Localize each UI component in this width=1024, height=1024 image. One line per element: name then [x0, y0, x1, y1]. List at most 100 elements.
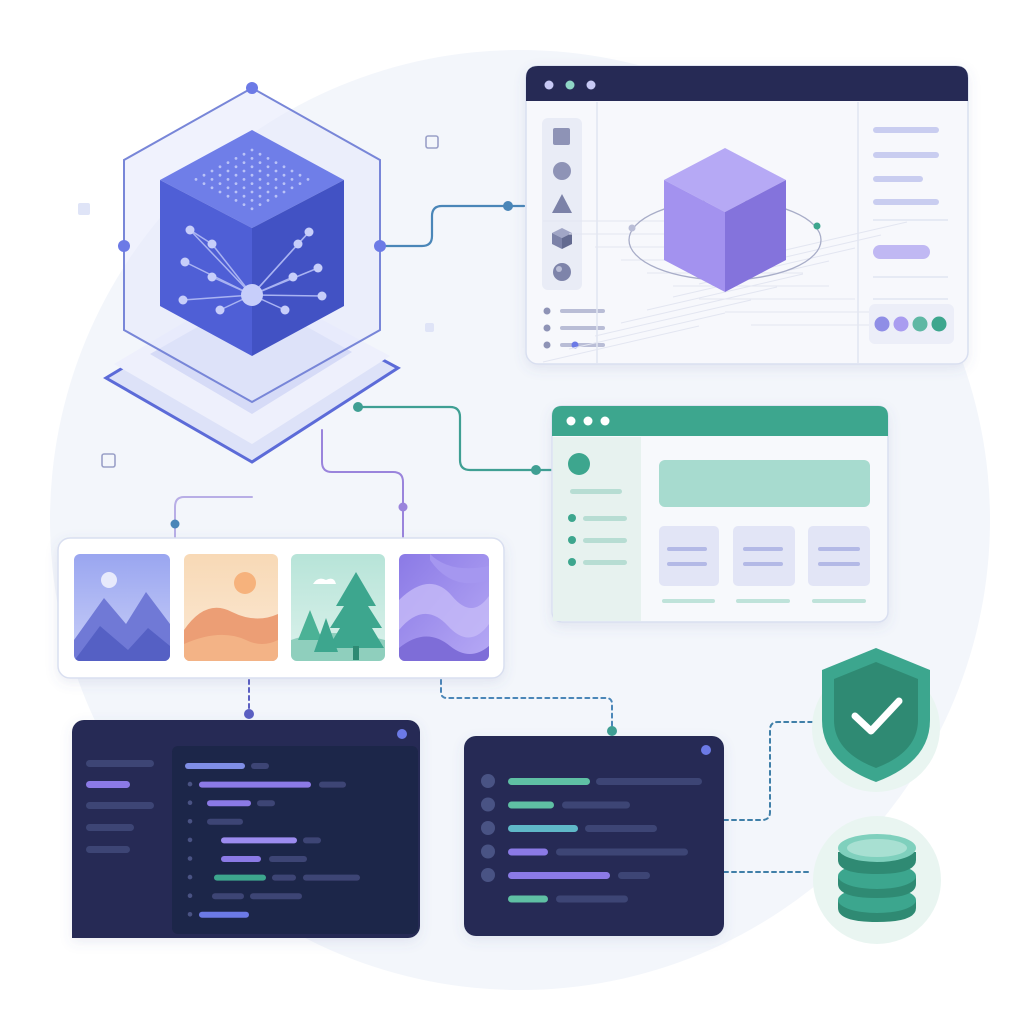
window-dot[interactable]: [701, 745, 711, 755]
console-token: [508, 872, 610, 879]
triangle-icon[interactable]: [552, 194, 572, 213]
hub-dot: [258, 169, 262, 173]
hub-dot: [242, 203, 246, 207]
sidebar-item-dot[interactable]: [568, 514, 576, 522]
color-swatch[interactable]: [912, 316, 928, 332]
hub-dot: [218, 165, 222, 169]
hub-dot: [266, 190, 270, 194]
circle-icon[interactable]: [553, 162, 571, 180]
sphere-icon[interactable]: [553, 263, 571, 281]
hub-dot: [274, 186, 278, 190]
mountain-image-icon[interactable]: [74, 554, 170, 661]
connector-node: [503, 201, 513, 211]
window-dot[interactable]: [586, 80, 596, 90]
window-dot[interactable]: [397, 729, 407, 739]
line-gutter-dot: [187, 781, 193, 787]
hub-dot: [250, 157, 254, 160]
decor-square: [425, 135, 439, 149]
hub-dot: [258, 161, 262, 165]
hub-dot: [258, 152, 262, 156]
dashboard-window: [551, 405, 889, 623]
sidebar-item-dot[interactable]: [568, 558, 576, 566]
modeler-window: [525, 65, 969, 365]
hub-dot: [282, 173, 286, 177]
line-gutter-dot: [187, 856, 193, 861]
hub-dot: [234, 157, 238, 160]
color-swatch[interactable]: [893, 316, 909, 332]
network-node: [178, 295, 188, 305]
editor-file-tree: [72, 746, 168, 938]
window-dot[interactable]: [600, 416, 610, 426]
network-node: [185, 225, 195, 235]
console-token: [508, 848, 548, 856]
console-token: [508, 778, 590, 785]
connector-hub-to-gallery-right: [321, 429, 404, 541]
hub-dot: [210, 178, 214, 181]
hub-dot: [242, 169, 246, 173]
desert-image-icon[interactable]: [184, 554, 278, 661]
hub-dot: [258, 186, 262, 190]
hub-dot: [266, 199, 270, 202]
model-cube[interactable]: [664, 148, 786, 292]
connector-node: [244, 709, 254, 719]
hub-dot: [218, 182, 222, 186]
code-token: [251, 763, 269, 769]
forest-image-icon[interactable]: [291, 554, 385, 661]
window-dot[interactable]: [544, 80, 554, 90]
database-icon[interactable]: [838, 834, 916, 922]
hub-dot: [266, 157, 270, 160]
console-token: [556, 848, 688, 856]
code-token: [207, 818, 243, 825]
dashboard-titlebar: [552, 406, 888, 436]
color-swatch[interactable]: [931, 316, 947, 332]
hub-dot: [234, 173, 238, 177]
decor-square: [78, 203, 90, 215]
code-token: [221, 837, 297, 844]
dashboard-card[interactable]: [808, 526, 870, 586]
hub-dot: [210, 186, 214, 190]
hub-dot: [306, 178, 310, 181]
hub-dot: [266, 165, 270, 169]
property-slider[interactable]: [873, 245, 930, 259]
avatar[interactable]: [568, 453, 590, 475]
hub-dot: [218, 173, 222, 177]
hub-dot: [250, 190, 254, 194]
hub-cube-left: [160, 180, 252, 356]
sidebar-item-dot[interactable]: [568, 536, 576, 544]
dashboard-card[interactable]: [659, 526, 719, 586]
network-node: [317, 291, 327, 301]
console-bullet: [481, 868, 495, 882]
line-gutter-dot: [187, 874, 193, 880]
network-node: [293, 239, 303, 249]
hub-dot: [298, 173, 302, 177]
modeler-layer-list: [543, 307, 605, 349]
hub-dot: [290, 178, 294, 181]
console-token: [596, 778, 702, 785]
window-dot[interactable]: [566, 416, 576, 426]
hub-dot: [226, 161, 230, 165]
hub-dot: [266, 182, 270, 186]
network-node: [288, 272, 298, 282]
abstract-wave-image-icon[interactable]: [399, 554, 489, 661]
console-token: [618, 872, 650, 879]
hub-dot: [226, 186, 230, 190]
color-swatch[interactable]: [874, 316, 890, 332]
hub-cube-right: [252, 180, 344, 356]
hub-dot: [258, 203, 262, 207]
connector-hub-to-dashboard: [356, 405, 554, 472]
square-icon[interactable]: [553, 128, 570, 145]
code-token: [212, 893, 244, 900]
code-token: [185, 763, 245, 769]
line-gutter-dot: [187, 893, 193, 898]
hub-dot-grid: [194, 148, 310, 211]
hub-dot: [250, 182, 254, 186]
cube-icon[interactable]: [552, 228, 572, 249]
hub-dot: [274, 169, 278, 173]
file-tree-item-active[interactable]: [86, 781, 130, 788]
dashboard-card[interactable]: [733, 526, 795, 586]
orbit-node: [628, 224, 636, 232]
window-dot[interactable]: [565, 80, 575, 90]
hub-dot: [242, 194, 246, 198]
window-dot[interactable]: [583, 416, 593, 426]
